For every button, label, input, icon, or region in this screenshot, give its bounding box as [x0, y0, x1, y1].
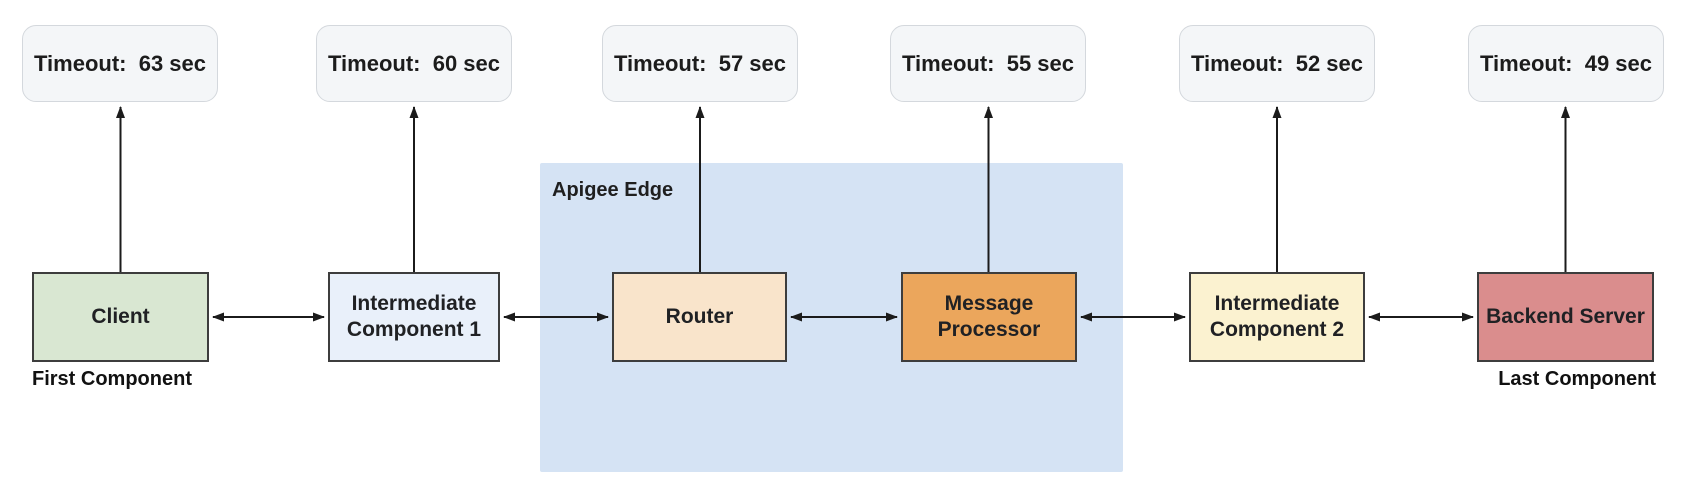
- caption-first-component: First Component: [32, 368, 192, 390]
- timeout-callout-message-processor: Timeout: 55 sec: [890, 25, 1086, 102]
- caption-last-component: Last Component: [1498, 368, 1656, 390]
- component-label: Intermediate Component 1: [346, 292, 482, 341]
- component-box-client: Client: [32, 272, 209, 362]
- timeout-text: Timeout: 55 sec: [902, 50, 1074, 76]
- component-label: Intermediate Component 2: [1209, 292, 1345, 341]
- component-label: Message Processor: [937, 292, 1041, 341]
- timeout-callout-intermediate2: Timeout: 52 sec: [1179, 25, 1375, 102]
- component-box-intermediate1: Intermediate Component 1: [328, 272, 500, 362]
- apigee-edge-label: Apigee Edge: [552, 179, 674, 201]
- timeout-callout-intermediate1: Timeout: 60 sec: [316, 25, 512, 102]
- timeout-text: Timeout: 63 sec: [34, 50, 206, 76]
- timeout-text: Timeout: 49 sec: [1480, 50, 1652, 76]
- component-label: Client: [91, 305, 150, 329]
- timeout-callout-backend: Timeout: 49 sec: [1468, 25, 1664, 102]
- timeout-callout-client: Timeout: 63 sec: [22, 25, 218, 102]
- component-box-backend: Backend Server: [1477, 272, 1654, 362]
- component-label: Router: [665, 305, 734, 329]
- timeout-text: Timeout: 57 sec: [614, 50, 786, 76]
- component-box-intermediate2: Intermediate Component 2: [1189, 272, 1365, 362]
- timeout-callout-router: Timeout: 57 sec: [602, 25, 798, 102]
- component-label: Backend Server: [1486, 305, 1645, 329]
- timeout-text: Timeout: 60 sec: [328, 50, 500, 76]
- component-box-router: Router: [612, 272, 787, 362]
- timeout-text: Timeout: 52 sec: [1191, 50, 1363, 76]
- component-box-message-processor: Message Processor: [901, 272, 1077, 362]
